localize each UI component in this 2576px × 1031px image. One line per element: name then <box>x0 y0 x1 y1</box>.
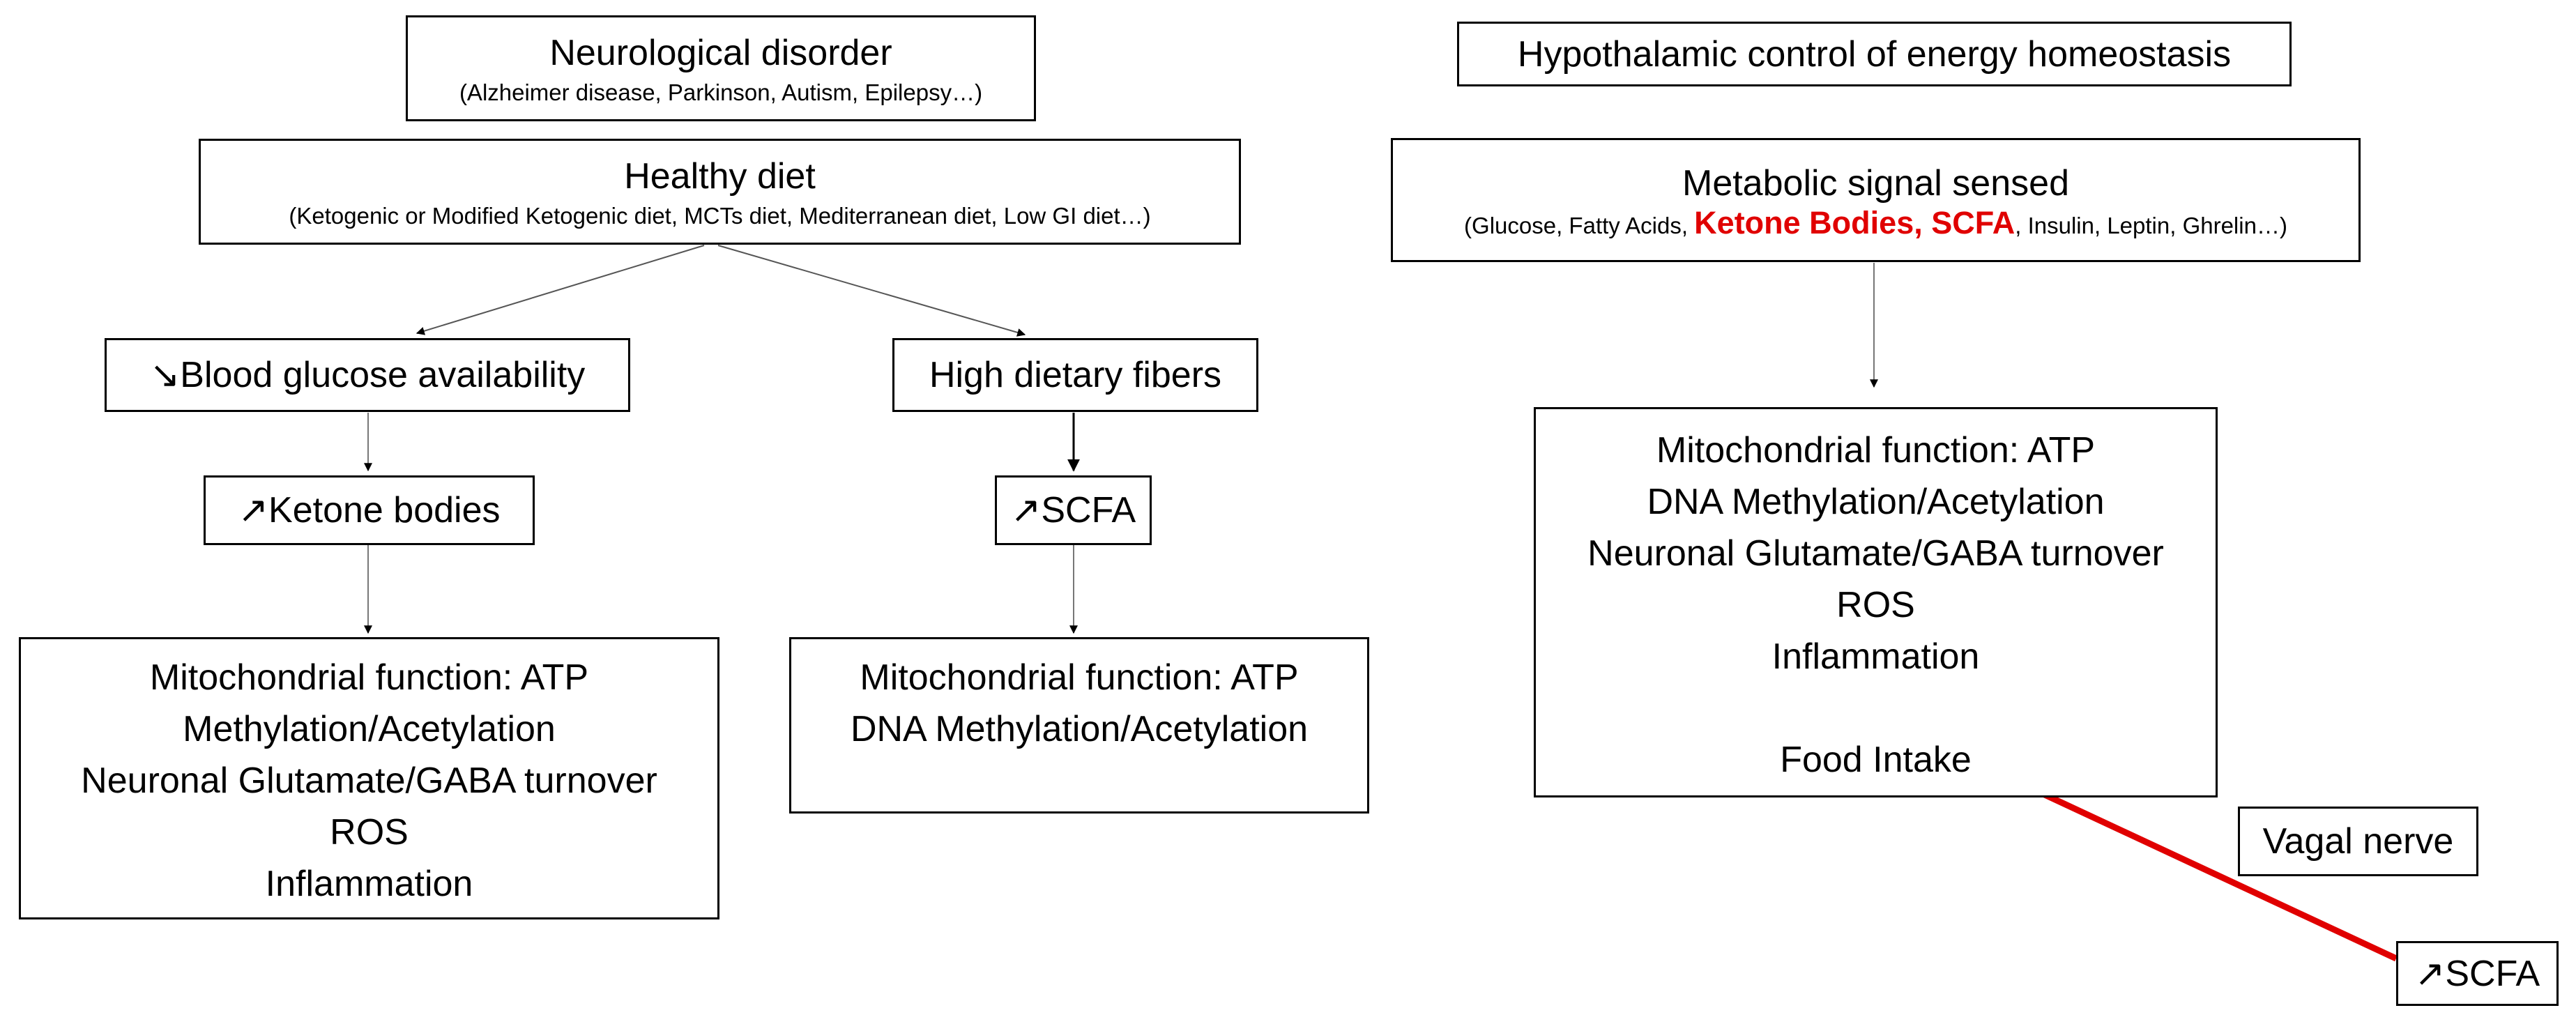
scfa-effects-box: Mitochondrial function: ATP DNA Methylat… <box>789 637 1369 814</box>
vagal-nerve-box: Vagal nerve <box>2238 807 2478 876</box>
blood-glucose-box: ↘ Blood glucose availability <box>105 338 630 412</box>
metabolic-signal-title: Metabolic signal sensed <box>1682 163 2069 204</box>
scfa-box: ↗ SCFA <box>995 475 1152 545</box>
effect-item: ROS <box>1836 585 1915 625</box>
hypothalamic-header-box: Hypothalamic control of energy homeostas… <box>1457 22 2292 86</box>
healthy-diet-box: Healthy diet (Ketogenic or Modified Keto… <box>199 139 1241 245</box>
scfa-highlight: SCFA <box>1931 205 2015 240</box>
blood-glucose-label: Blood glucose availability <box>180 355 586 395</box>
effect-item: ROS <box>330 812 409 853</box>
arrow-up-icon: ↗ <box>1010 489 1042 531</box>
hypothalamic-header: Hypothalamic control of energy homeostas… <box>1517 33 2232 75</box>
effect-item: DNA Methylation/Acetylation <box>850 709 1309 749</box>
arrow-up-icon: ↗ <box>2414 952 2446 995</box>
scfa-vagal-box: ↗ SCFA <box>2396 941 2559 1006</box>
vagal-nerve-label: Vagal nerve <box>2262 821 2454 862</box>
ketone-bodies-box: ↗ Ketone bodies <box>204 475 535 545</box>
effect-item: Mitochondrial function: ATP <box>149 657 589 698</box>
neurological-disorder-title: Neurological disorder <box>549 33 892 73</box>
ketone-bodies-label: Ketone bodies <box>268 490 501 530</box>
scfa-vagal-label: SCFA <box>2445 953 2540 994</box>
effect-item: Inflammation <box>1771 636 1980 677</box>
arrow-up-icon: ↗ <box>238 489 269 531</box>
arrow-diet-to-glucose <box>416 245 705 335</box>
healthy-diet-examples: (Ketogenic or Modified Ketogenic diet, M… <box>289 203 1151 229</box>
metabolic-signal-box: Metabolic signal sensed (Glucose, Fatty … <box>1391 138 2361 262</box>
arrow-down-icon: ↘ <box>149 354 181 396</box>
healthy-diet-title: Healthy diet <box>624 156 816 197</box>
effect-item: Neuronal Glutamate/GABA turnover <box>1587 533 2164 574</box>
neurological-disorder-examples: (Alzheimer disease, Parkinson, Autism, E… <box>459 79 983 105</box>
scfa-label: SCFA <box>1041 490 1136 530</box>
effect-item: Mitochondrial function: ATP <box>860 657 1299 698</box>
metabolic-signal-list: (Glucose, Fatty Acids, Ketone Bodies, SC… <box>1464 205 2287 240</box>
dietary-fibers-label: High dietary fibers <box>929 355 1222 395</box>
comma-highlight: , <box>1914 205 1932 240</box>
ketone-bodies-highlight: Ketone Bodies <box>1694 205 1914 240</box>
effect-item: DNA Methylation/Acetylation <box>1647 482 2105 522</box>
hypothalamic-effects-box: Mitochondrial function: ATP DNA Methylat… <box>1534 407 2218 797</box>
arrow-diet-to-fibers <box>717 245 1026 337</box>
effect-item: Neuronal Glutamate/GABA turnover <box>81 761 657 801</box>
dietary-fibers-box: High dietary fibers <box>892 338 1258 412</box>
neurological-disorder-box: Neurological disorder (Alzheimer disease… <box>406 15 1036 121</box>
effect-item: Inflammation <box>265 864 473 904</box>
food-intake-label: Food Intake <box>1780 740 1972 780</box>
effect-item: Methylation/Acetylation <box>183 709 556 749</box>
inhibition-line <box>1994 768 2398 962</box>
effect-item: Mitochondrial function: ATP <box>1656 430 2096 471</box>
ketone-effects-box: Mitochondrial function: ATP Methylation/… <box>19 637 719 919</box>
